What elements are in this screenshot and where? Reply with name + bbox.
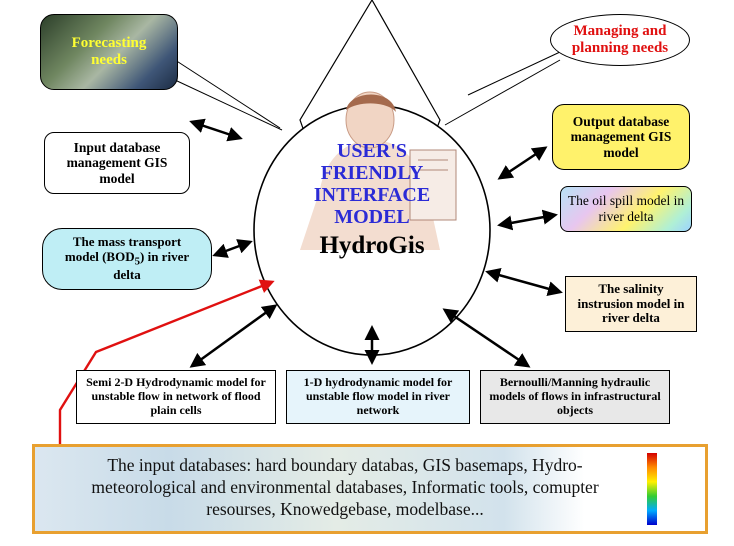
mass-transport-text-post: ) in river delta [113, 248, 190, 283]
mass-transport-text-pre: The mass transport model (BOD [64, 234, 182, 264]
salinity-node: The salinity instrusion model in river d… [565, 276, 697, 332]
bernoulli-node: Bernoulli/Manning hydraulic models of fl… [480, 370, 670, 424]
managing-pointer-line-2 [467, 51, 561, 96]
bernoulli-label: Bernoulli/Manning hydraulic models of fl… [489, 375, 661, 417]
semi2d-node: Semi 2-D Hydrodynamic model for unstable… [76, 370, 276, 424]
forecasting-needs-label: Forecasting needs [71, 34, 147, 68]
center-title-line-3: INTERFACE [313, 184, 431, 206]
managing-needs-label: Managing and planning needs [571, 22, 669, 56]
output-db-node: Output database management GIS model [552, 104, 690, 170]
output-db-label: Output database management GIS model [570, 113, 672, 160]
center-title-line-4: MODEL [334, 206, 410, 228]
arrow-oil-spill [497, 209, 558, 231]
onedim-label: 1-D hydrodynamic model for unstable flow… [303, 375, 453, 417]
center-title-line-2: FRIENDLY [320, 162, 424, 184]
input-db-label: Input database management GIS model [66, 139, 168, 186]
mass-transport-label: The mass transport model (BOD5) in river… [62, 234, 192, 283]
center-title-line-1: USER'S [336, 140, 408, 162]
center-subtitle: HydroGis [319, 232, 425, 259]
semi2d-label: Semi 2-D Hydrodynamic model for unstable… [86, 375, 266, 417]
salinity-label: The salinity instrusion model in river d… [577, 280, 685, 326]
onedim-node: 1-D hydrodynamic model for unstable flow… [286, 370, 470, 424]
mass-transport-subscript: 5 [134, 255, 141, 268]
forecast-pointer-line [174, 79, 283, 131]
managing-pointer-line [444, 59, 561, 126]
banner-text: The input databases: hard boundary datab… [91, 455, 599, 519]
forecasting-needs-callout: Forecasting needs [40, 14, 178, 90]
mass-transport-node: The mass transport model (BOD5) in river… [42, 228, 212, 290]
center-title-block: USER'S FRIENDLY INTERFACE MODEL HydroGis [272, 140, 472, 260]
bottom-banner: The input databases: hard boundary datab… [32, 444, 708, 534]
arrow-bernoulli [442, 308, 531, 368]
managing-needs-callout: Managing and planning needs [550, 14, 690, 66]
oil-spill-node: The oil spill model in river delta [560, 186, 692, 232]
banner-colorscale-icon [647, 453, 657, 525]
arrow-input-db [189, 118, 243, 142]
arrow-mass-transport [212, 239, 253, 258]
arrow-salinity [485, 267, 563, 297]
user-figure-icon [300, 91, 457, 250]
input-db-node: Input database management GIS model [44, 132, 190, 194]
arrow-semi2d [189, 304, 278, 368]
arrow-output-db [497, 146, 548, 180]
oil-spill-label: The oil spill model in river delta [567, 193, 685, 224]
forecast-pointer-line-2 [171, 57, 281, 129]
